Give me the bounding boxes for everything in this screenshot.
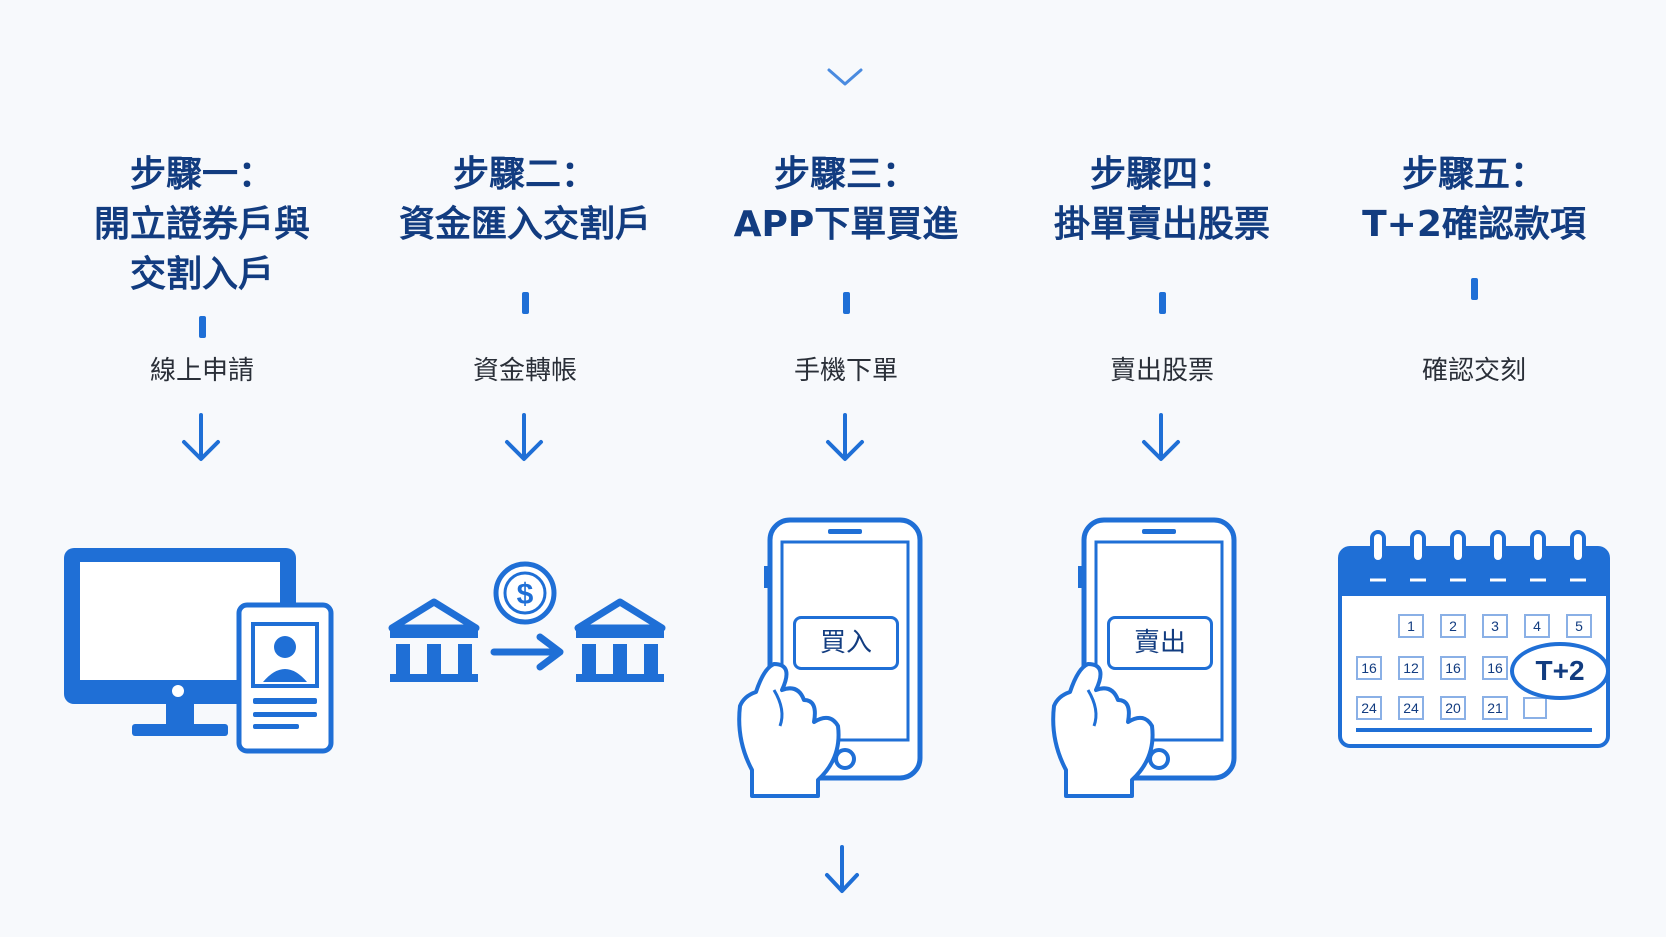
svg-text:$: $ [517,578,534,611]
calendar-cell: 24 [1398,696,1424,720]
arrow-down-icon [1142,413,1180,461]
connector-tick [1158,292,1166,314]
bank-icon [388,598,480,682]
calendar-cell: 12 [1398,656,1424,680]
calendar-cell: 16 [1440,656,1466,680]
step-4: 步驟四： 掛單賣出股票 賣出股票 [1012,150,1312,461]
step-1-title: 步驟一： 開立證券戶與 交割入戶 [93,154,310,295]
connector-tick [521,292,529,314]
calendar-cell: 4 [1524,614,1550,638]
step-3-label: 手機下單 [793,356,898,386]
calendar-cell: 3 [1482,614,1508,638]
phone-buy: 買入 [734,516,924,800]
step-2-label: 資金轉帳 [472,356,577,386]
id-card-icon [236,602,334,754]
phone-sell: 賣出 [1048,516,1238,800]
calendar-cell: 16 [1482,656,1508,680]
step-3: 步驟三： APP下單買進 手機下單 [696,150,996,461]
calendar-cell: 1 [1398,614,1424,638]
arrow-down-icon [182,413,220,461]
arrow-down-icon [505,413,543,461]
calendar-cell: 21 [1482,696,1508,720]
step-2: 步驟二： 資金匯入交割戶 資金轉帳 [375,150,675,461]
calendar-cell: 24 [1356,696,1382,720]
connector-tick [1470,278,1478,300]
arrow-down-icon [825,845,859,893]
hand-icon [1051,662,1155,798]
calendar-grid: 1 2 3 4 5 16 12 16 16 24 24 20 21 T+2 [1336,530,1612,750]
step-4-label: 賣出股票 [1109,356,1214,386]
calendar-cell: 5 [1566,614,1592,638]
calendar-cell: 20 [1440,696,1466,720]
dollar-coin-icon: $ [493,561,557,625]
step-5: 步驟五： T+2確認款項 確認交刻 [1324,150,1624,386]
hand-icon [737,662,841,798]
arrow-down-icon [826,413,864,461]
bank-icon [574,598,666,682]
connector-tick [842,292,850,314]
step-3-title: 步驟三： APP下單買進 [733,154,959,245]
arrow-right-icon [490,633,564,671]
calendar-icon: 1 2 3 4 5 16 12 16 16 24 24 20 21 T+2 [1336,530,1612,750]
buy-button[interactable]: 買入 [793,616,899,670]
step-4-title: 步驟四： 掛單賣出股票 [1053,154,1270,245]
t-plus-2-badge: T+2 [1510,642,1610,700]
chevron-down-icon [827,68,863,86]
connector-tick [198,316,206,338]
calendar-cell: 16 [1356,656,1382,680]
step-2-title: 步驟二： 資金匯入交割戶 [398,154,651,245]
step-5-title: 步驟五： T+2確認款項 [1362,154,1586,245]
step-5-label: 確認交刻 [1421,356,1526,386]
step-1-label: 線上申請 [149,356,254,386]
sell-button[interactable]: 賣出 [1107,616,1213,670]
calendar-cell: 2 [1440,614,1466,638]
step-1: 步驟一： 開立證券戶與 交割入戶 線上申請 [52,150,352,461]
